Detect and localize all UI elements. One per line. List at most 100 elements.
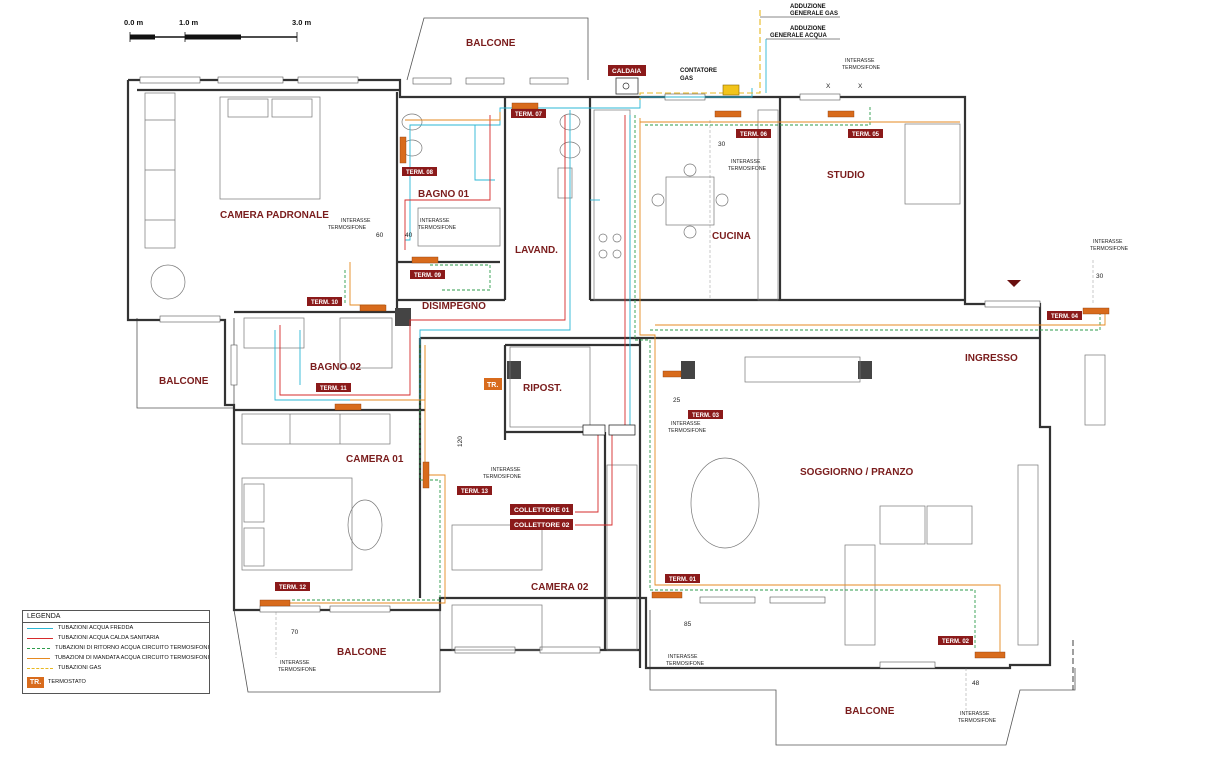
svg-text:TERM. 06: TERM. 06 <box>740 132 768 138</box>
legend-label-supply: TUBAZIONI DI MANDATA ACQUA CIRCUITO TERM… <box>54 655 209 661</box>
room-camera-01: CAMERA 01 <box>346 454 404 465</box>
room-bagno-01: BAGNO 01 <box>418 189 470 200</box>
dimension-labels: 30 30 60 40 25 120 70 85 48 X X <box>275 83 1104 710</box>
room-lavand: LAVAND. <box>515 245 558 256</box>
legend-swatch-gas <box>27 667 53 669</box>
radiator-12 <box>259 599 291 607</box>
svg-text:30: 30 <box>1096 273 1104 280</box>
radiator-03 <box>662 370 682 378</box>
balcone-label-top: BALCONE <box>466 38 516 49</box>
svg-text:TR.: TR. <box>487 382 498 389</box>
scale-label-1: 1.0 m <box>179 18 199 27</box>
water-supply-label-2: GENERALE ACQUA <box>770 33 827 39</box>
collector-manifolds <box>582 424 636 436</box>
svg-text:30: 30 <box>718 141 726 148</box>
entrance-arrow-icon <box>1007 280 1021 287</box>
tag-term-03: TERM. 03 <box>688 410 723 419</box>
radiator-08 <box>399 136 407 164</box>
svg-text:TERMOSIFONE: TERMOSIFONE <box>418 225 457 231</box>
svg-text:X: X <box>826 83 831 90</box>
svg-text:INTERASSE: INTERASSE <box>341 218 371 224</box>
radiators <box>259 102 1110 659</box>
tag-term-07: TERM. 07 <box>511 109 546 118</box>
legend-label-return: TUBAZIONI DI RITORNO ACQUA CIRCUITO TERM… <box>55 645 209 651</box>
svg-text:TERMOSIFONE: TERMOSIFONE <box>728 166 767 172</box>
radiator-tags: TERM. 01 TERM. 02 TERM. 03 TERM. 04 TERM… <box>275 109 1082 645</box>
svg-text:TERM. 02: TERM. 02 <box>942 639 970 645</box>
tag-term-05: TERM. 05 <box>848 129 883 138</box>
svg-text:INTERASSE: INTERASSE <box>671 421 701 427</box>
water-supply-label-1: ADDUZIONE <box>790 26 826 32</box>
svg-text:COLLETTORE 02: COLLETTORE 02 <box>514 522 570 529</box>
radiator-13 <box>422 461 430 489</box>
legend-label-gas: TUBAZIONI GAS <box>58 665 102 671</box>
svg-text:COLLETTORE 01: COLLETTORE 01 <box>514 507 570 514</box>
svg-text:TERM. 04: TERM. 04 <box>1051 314 1079 320</box>
gas-meter-label-1: CONTATORE <box>680 68 717 74</box>
svg-text:INTERASSE: INTERASSE <box>420 218 450 224</box>
svg-text:INTERASSE: INTERASSE <box>491 467 521 473</box>
room-cucina: CUCINA <box>712 231 751 242</box>
boiler-group: CALDAIA CONTATORE GAS ADDUZIONE GENERALE… <box>608 4 840 96</box>
radiator-01 <box>651 591 683 599</box>
legend-label-thermostat: TERMOSTATO <box>48 679 86 685</box>
svg-text:48: 48 <box>972 680 980 687</box>
tag-term-10: TERM. 10 <box>307 297 342 306</box>
walls <box>126 78 1052 670</box>
legend-item-supply: TUBAZIONI DI MANDATA ACQUA CIRCUITO TERM… <box>23 653 209 663</box>
tag-term-09: TERM. 09 <box>410 270 445 279</box>
svg-text:TERM. 13: TERM. 13 <box>461 489 489 495</box>
collector-tags: COLLETTORE 01 COLLETTORE 02 <box>510 504 573 530</box>
svg-text:TERM. 07: TERM. 07 <box>515 112 543 118</box>
tag-term-13: TERM. 13 <box>457 486 492 495</box>
svg-text:TERM. 03: TERM. 03 <box>692 413 720 419</box>
svg-text:TERMOSIFONE: TERMOSIFONE <box>668 428 707 434</box>
svg-text:TERM. 08: TERM. 08 <box>406 170 434 176</box>
legend-swatch-cold <box>27 627 53 629</box>
room-bagno-02: BAGNO 02 <box>310 362 362 373</box>
scale-label-0: 0.0 m <box>124 18 144 27</box>
svg-text:TERMOSIFONE: TERMOSIFONE <box>328 225 367 231</box>
balcone-label-left: BALCONE <box>159 376 209 387</box>
svg-text:60: 60 <box>376 232 384 239</box>
boiler-tag: CALDAIA <box>608 65 646 76</box>
svg-text:TERM. 10: TERM. 10 <box>311 300 339 306</box>
tag-term-11: TERM. 11 <box>316 383 351 392</box>
legend-title: LEGENDA <box>23 611 209 623</box>
svg-text:CALDAIA: CALDAIA <box>612 68 642 75</box>
radiator-06 <box>714 110 742 118</box>
legend-swatch-supply <box>27 657 50 659</box>
balcone-label-bottom-right: BALCONE <box>845 706 895 717</box>
legend-item-thermostat: TR. TERMOSTATO <box>23 675 209 689</box>
legend-item-hot: TUBAZIONI ACQUA CALDA SANITARIA <box>23 633 209 643</box>
gas-supply-label-1: ADDUZIONE <box>790 4 826 10</box>
svg-text:TERM. 05: TERM. 05 <box>852 132 880 138</box>
svg-text:INTERASSE: INTERASSE <box>960 711 990 717</box>
legend-item-gas: TUBAZIONI GAS <box>23 663 209 673</box>
gas-supply-label-2: GENERALE GAS <box>790 11 838 17</box>
scale-bar: 0.0 m 1.0 m 3.0 m <box>124 18 312 42</box>
tag-collettore-01: COLLETTORE 01 <box>510 504 573 515</box>
tag-term-04: TERM. 04 <box>1047 311 1082 320</box>
gas-meter-unit <box>722 84 740 96</box>
radiator-11 <box>334 403 362 411</box>
svg-text:25: 25 <box>673 397 681 404</box>
svg-text:INTERASSE: INTERASSE <box>668 654 698 660</box>
svg-text:TERM. 09: TERM. 09 <box>414 273 442 279</box>
svg-text:TERMOSIFONE: TERMOSIFONE <box>278 667 317 673</box>
svg-text:TERMOSIFONE: TERMOSIFONE <box>483 474 522 480</box>
radiator-02 <box>974 651 1006 659</box>
svg-text:TERMOSIFONE: TERMOSIFONE <box>666 661 705 667</box>
room-labels: CAMERA PADRONALE BAGNO 01 LAVAND. CUCINA… <box>220 170 1018 593</box>
svg-text:85: 85 <box>684 621 692 628</box>
svg-text:INTERASSE: INTERASSE <box>731 159 761 165</box>
svg-text:X: X <box>858 83 863 90</box>
piping <box>270 10 1106 652</box>
svg-text:TERMOSIFONE: TERMOSIFONE <box>958 718 997 724</box>
tag-term-02: TERM. 02 <box>938 636 973 645</box>
balcone-label-bottom-left: BALCONE <box>337 647 387 658</box>
radiator-04 <box>1082 307 1110 315</box>
legend-item-return: TUBAZIONI DI RITORNO ACQUA CIRCUITO TERM… <box>23 643 209 653</box>
